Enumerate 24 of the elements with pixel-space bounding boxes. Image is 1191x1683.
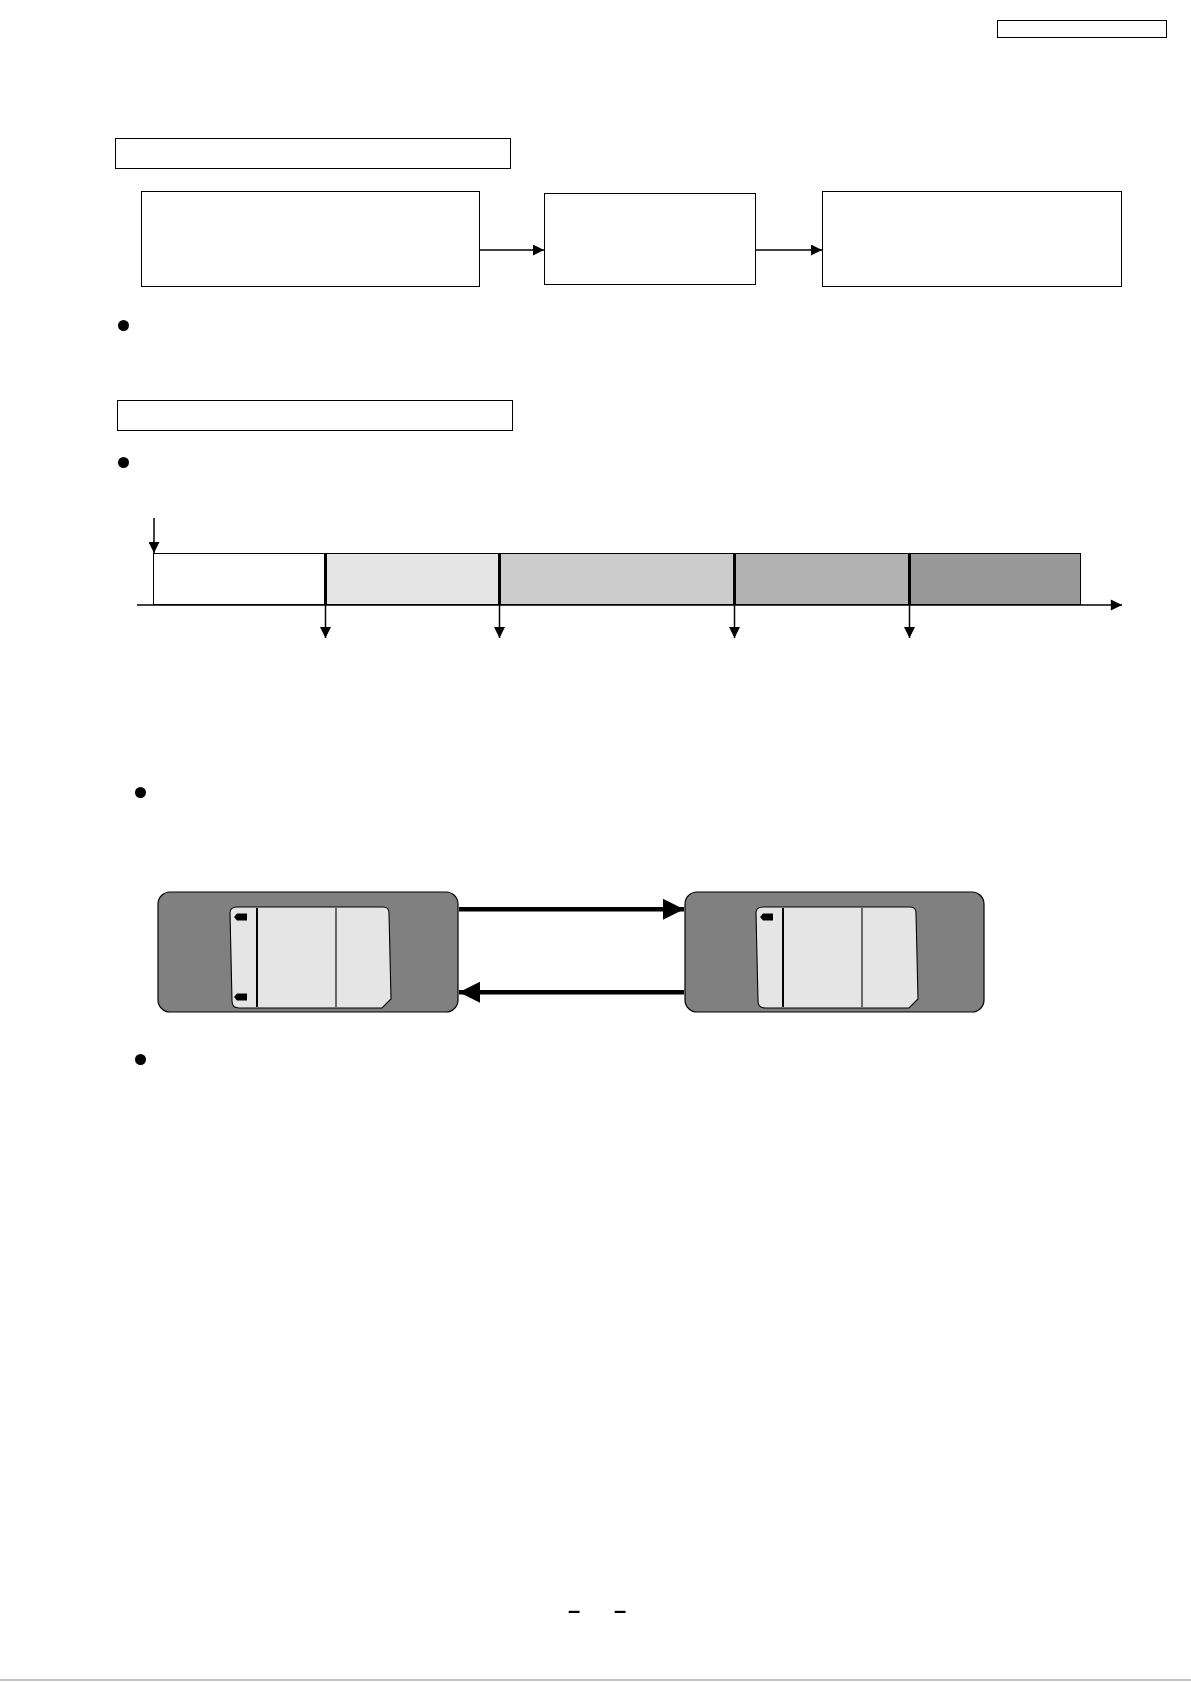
timeline-segment <box>908 553 1081 605</box>
arrow <box>459 898 684 920</box>
timeline-segment <box>153 553 327 605</box>
footer-dash: – <box>614 1600 627 1622</box>
arrow <box>755 244 823 256</box>
arrow <box>729 604 740 639</box>
arrow <box>479 244 545 256</box>
timeline-segment <box>327 553 501 605</box>
display-picture <box>157 891 459 1013</box>
heading-box <box>115 138 511 169</box>
footer-dash: – <box>568 1600 581 1622</box>
process-box <box>141 191 480 287</box>
arrow <box>320 604 331 639</box>
header-box <box>997 20 1167 38</box>
heading-box <box>117 400 513 431</box>
arrow <box>148 517 160 554</box>
display-picture <box>684 891 985 1013</box>
process-box <box>822 191 1122 287</box>
process-box <box>544 193 756 285</box>
arrow <box>459 981 684 1003</box>
arrow <box>904 604 915 639</box>
timeline-segment <box>733 553 908 605</box>
timeline-segment <box>501 553 733 605</box>
arrow <box>494 604 505 639</box>
